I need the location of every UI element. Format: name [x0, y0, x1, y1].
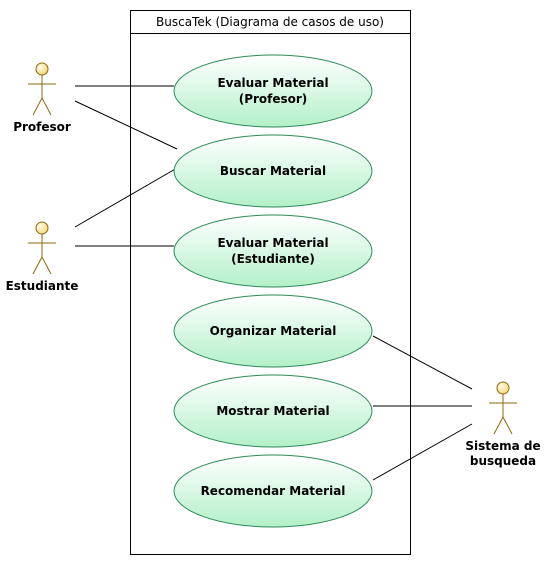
use-case-recomendar[interactable]: Recomendar Material — [173, 454, 373, 528]
association-profesor-buscar — [74, 100, 178, 150]
actor-label: busqueda — [470, 454, 536, 468]
actor-icon — [28, 221, 56, 275]
use-case-label: Evaluar Material — [217, 236, 328, 250]
use-case-buscar[interactable]: Buscar Material — [173, 134, 373, 208]
use-case-ellipse[interactable] — [173, 134, 373, 208]
use-case-label: (Estudiante) — [231, 252, 315, 266]
association-estudiante-buscar — [74, 167, 178, 228]
use-case-evaluar-profesor[interactable]: Evaluar Material (Profesor) — [173, 54, 373, 128]
association-lines — [74, 85, 473, 481]
actor-estudiante[interactable]: Estudiante — [6, 221, 79, 293]
use-case-label: Mostrar Material — [216, 404, 329, 418]
association-sistema-recomendar — [372, 423, 473, 481]
use-case-mostrar[interactable]: Mostrar Material — [173, 374, 373, 448]
use-case-organizar[interactable]: Organizar Material — [173, 294, 373, 368]
system-boundary: BuscaTek (Diagrama de casos de uso) — [130, 10, 411, 555]
use-case-ellipse[interactable] — [173, 374, 373, 448]
association-sistema-organizar — [372, 335, 473, 390]
actor-label: Profesor — [13, 120, 71, 134]
actor-label: Estudiante — [6, 279, 79, 293]
use-case-ellipse[interactable] — [173, 294, 373, 368]
use-cases: Evaluar Material (Profesor) Buscar Materia… — [173, 54, 373, 528]
use-case-label: (Profesor) — [239, 92, 308, 106]
use-case-ellipse[interactable] — [173, 454, 373, 528]
use-case-label: Evaluar Material — [217, 76, 328, 90]
use-case-evaluar-estudiante[interactable]: Evaluar Material (Estudiante) — [173, 214, 373, 288]
actor-profesor[interactable]: Profesor — [13, 62, 71, 134]
actor-icon — [489, 381, 517, 435]
actor-icon — [28, 62, 56, 116]
use-case-ellipse[interactable] — [173, 214, 373, 288]
use-case-label: Buscar Material — [220, 164, 326, 178]
use-case-label: Recomendar Material — [201, 484, 346, 498]
use-case-ellipse[interactable] — [173, 54, 373, 128]
use-case-label: Organizar Material — [210, 324, 337, 338]
actor-label: Sistema de — [465, 439, 540, 453]
system-title: BuscaTek (Diagrama de casos de uso) — [156, 15, 384, 29]
